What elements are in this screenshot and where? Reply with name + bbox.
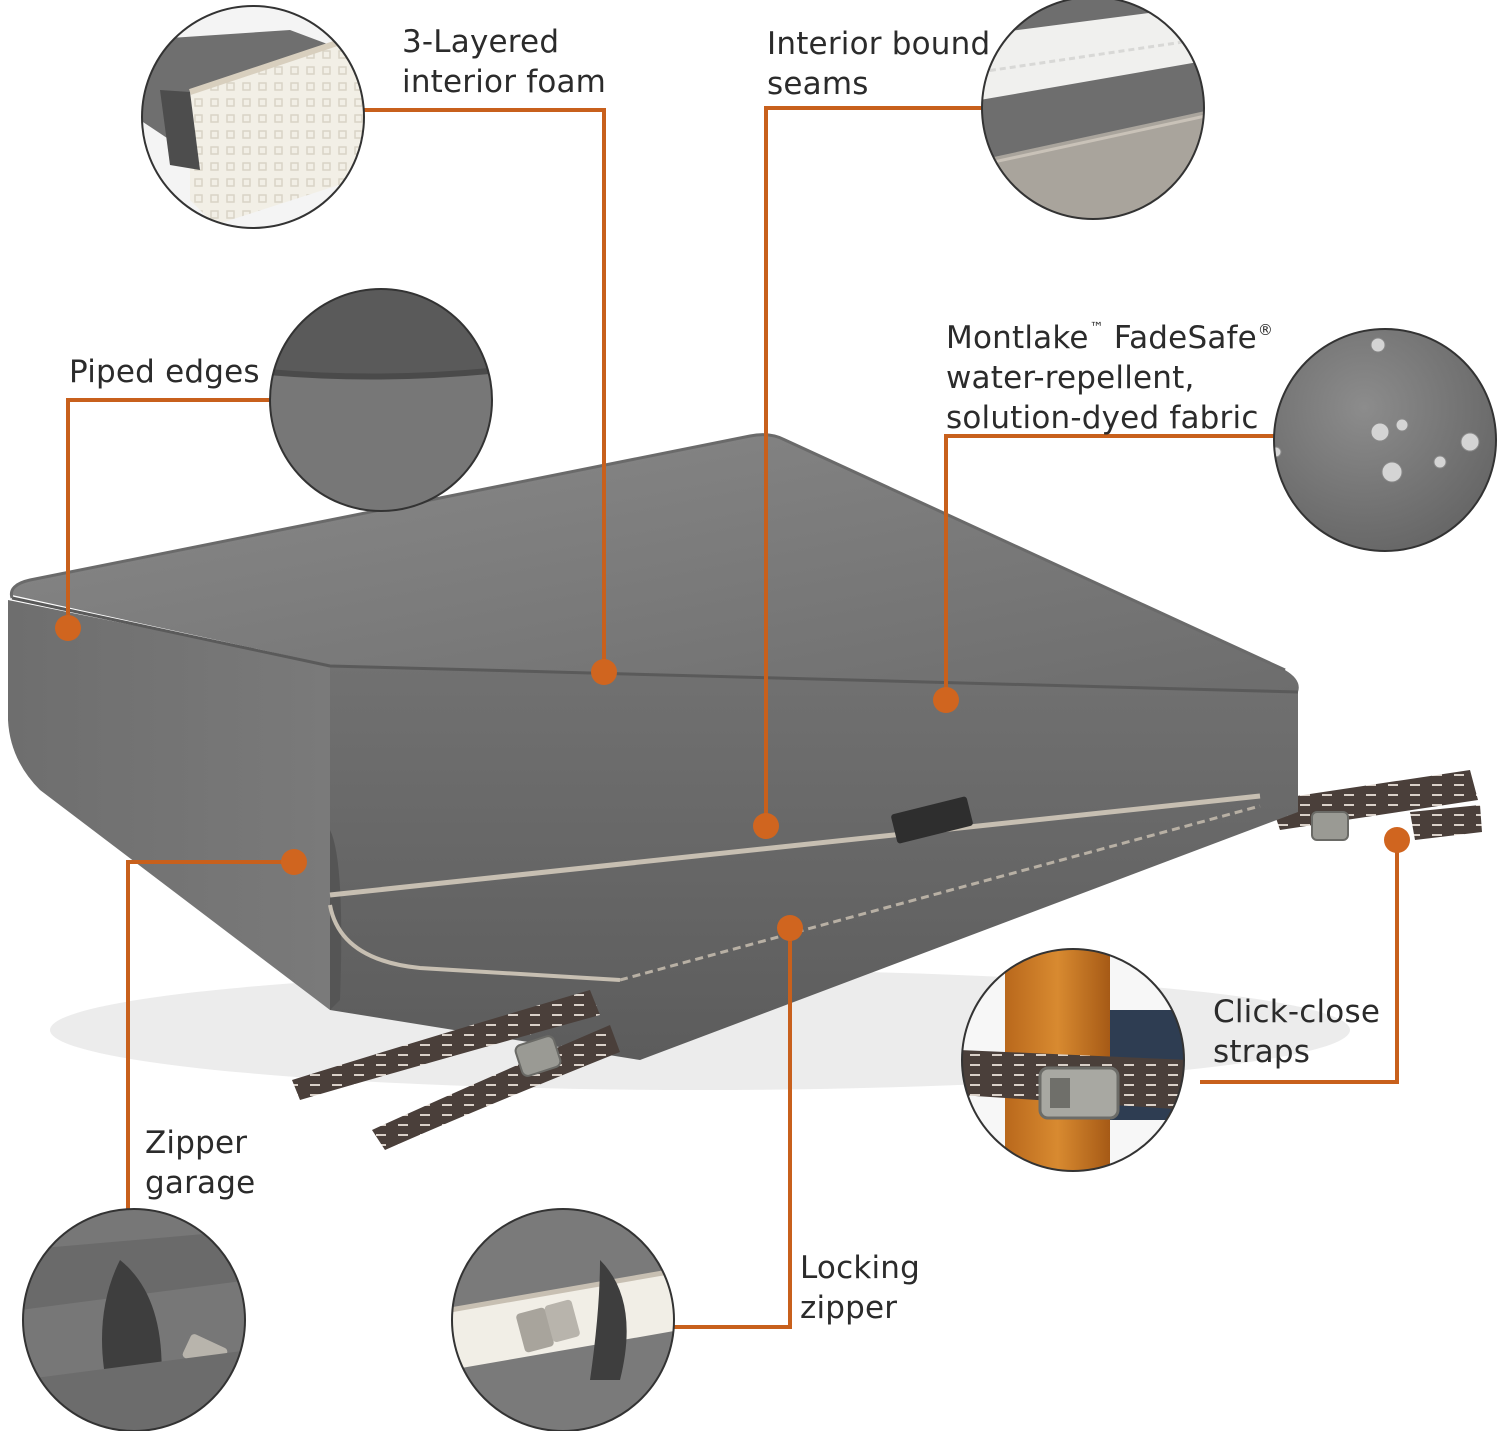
cushion-front-side: [330, 665, 1298, 1060]
strap-left: [292, 990, 600, 1100]
label-piped-line1: Piped edges: [69, 354, 260, 390]
label-seams: Interior bound seams: [767, 24, 990, 104]
label-garage-line1: Zipper: [145, 1125, 248, 1161]
leader-straps: [1200, 840, 1399, 1084]
dot-zipper: [777, 915, 803, 941]
label-fabric-line3: solution-dyed fabric: [946, 400, 1259, 436]
label-foam-line1: 3-Layered: [402, 24, 560, 60]
label-seams-line1: Interior bound: [767, 26, 991, 62]
dot-straps: [1384, 827, 1410, 853]
dot-foam: [591, 659, 617, 685]
dot-seams: [753, 813, 779, 839]
label-foam-line2: interior foam: [402, 64, 607, 100]
trademark-mark: ™: [1089, 320, 1104, 336]
detail-seams-image: [981, 0, 1205, 220]
detail-garage-image: [22, 1208, 246, 1431]
leader-foam: [363, 108, 606, 672]
label-straps-line2: straps: [1213, 1034, 1311, 1070]
label-straps-line1: Click-close: [1213, 994, 1381, 1030]
buckle-left: [514, 1035, 562, 1077]
label-piped: Piped edges: [69, 352, 260, 392]
label-foam: 3-Layered interior foam: [402, 22, 606, 102]
zipper-line: [329, 793, 1261, 898]
label-seams-line2: seams: [767, 66, 869, 102]
label-zipper-line2: zipper: [800, 1290, 898, 1326]
cushion-top: [11, 434, 1299, 692]
fabric-product: FadeSafe: [1113, 320, 1257, 356]
detail-zipper-image: [451, 1208, 675, 1431]
label-fabric: Montlake™ FadeSafe® water-repellent, sol…: [946, 308, 1273, 438]
dot-piped: [55, 615, 81, 641]
leader-piped: [66, 398, 270, 628]
label-garage: Zipper garage: [145, 1123, 255, 1203]
detail-piped-image: [269, 288, 493, 512]
leader-seams: [764, 106, 982, 826]
leader-fabric: [944, 434, 1274, 700]
registered-mark: ®: [1257, 321, 1274, 339]
leader-dots: [55, 615, 1410, 941]
detail-straps-image: [961, 948, 1185, 1172]
label-zipper: Locking zipper: [800, 1248, 920, 1328]
leader-zipper: [672, 928, 792, 1329]
label-fabric-line1: Montlake™ FadeSafe®: [946, 308, 1273, 358]
detail-foam-image: [141, 5, 365, 229]
leader-garage: [126, 860, 294, 1212]
dot-fabric: [933, 687, 959, 713]
label-zipper-line1: Locking: [800, 1250, 921, 1286]
cushion: [8, 433, 1482, 1150]
brand-tag: [891, 796, 973, 844]
detail-fabric-image: [1273, 328, 1497, 552]
fabric-brand: Montlake: [946, 320, 1089, 356]
cushion-left-side: [8, 600, 330, 1010]
dot-garage: [281, 849, 307, 875]
leader-lines: [66, 106, 1399, 1329]
buckle-right: [1311, 811, 1349, 841]
label-garage-line2: garage: [145, 1165, 256, 1201]
label-fabric-line2: water-repellent,: [946, 360, 1195, 396]
label-straps: Click-close straps: [1213, 992, 1380, 1072]
